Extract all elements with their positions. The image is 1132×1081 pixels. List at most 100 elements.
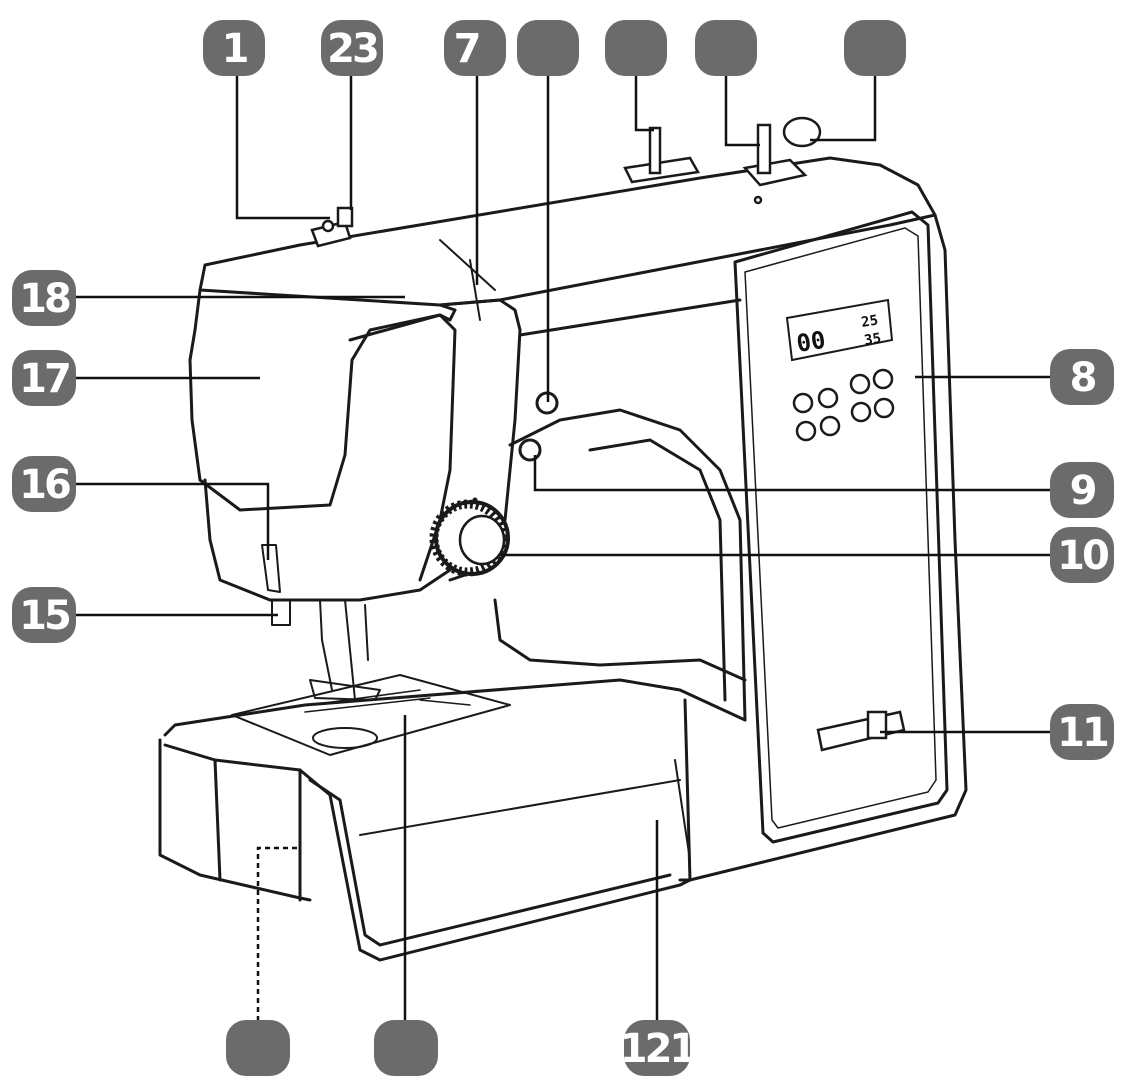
callout-badge [12,350,76,406]
callout-badge [444,20,506,76]
callout-label: 18 [19,276,70,322]
callout-badge [12,587,76,643]
needle-threader [271,599,291,626]
callout-top7 [844,20,906,76]
callout-17: 17 [12,350,76,406]
callout-label: 15 [19,593,70,639]
callout-label: 11 [1057,710,1108,756]
feed-dogs [304,689,471,713]
callout-badge [226,1020,290,1076]
callout-16: 16 [12,456,76,512]
callout-top4 [517,20,579,76]
bed-front-inner [308,778,672,947]
bobbin-winder-lever [261,544,281,593]
callout-label: 10 [1057,533,1108,579]
callout-badge [321,20,383,76]
lcd-pattern-number: 00 [795,326,828,358]
control-panel-frame [733,210,949,844]
face-plate [188,288,457,512]
panel-button [795,420,817,442]
needle-bar [319,599,369,701]
leader-lines [75,70,1050,1030]
panel-button [850,401,872,423]
bed-seam [674,759,691,861]
callout-10: 10 [1050,527,1114,583]
panel-buttons [792,368,895,442]
callout-top6 [695,20,757,76]
handwheel-face [458,514,506,566]
callout-121: 121 [620,1020,698,1076]
callout-bottom1 [226,1020,290,1076]
panel-button [872,368,894,390]
bobbin-winder-spindle [756,123,772,175]
bed-front [298,698,692,962]
accessory-box [158,738,312,902]
callout-badge [517,20,579,76]
callout-23: 23 [321,20,383,76]
machine-body [158,156,968,962]
lcd-bezel [785,298,894,362]
callout-7: 7 [444,20,506,76]
callout-badge [1050,349,1114,405]
face-plate-lower [203,478,452,602]
accessory-box-front [163,743,302,902]
leader-line-1 [235,70,330,220]
leader-line-top6 [724,70,760,147]
callout-label: 8 [1070,355,1096,401]
callout-bottom2 [374,1020,438,1076]
callout-18: 18 [12,270,76,326]
needle-up-down-button [518,438,542,462]
callout-label: 121 [620,1026,696,1072]
leader-line-9 [533,455,1050,492]
panel-button [873,397,895,419]
control-panel-inner [744,227,937,829]
callout-badge [624,1020,690,1076]
callouts: 1 23 7 18 [12,20,1114,1076]
callout-label: 1 [222,26,248,72]
callout-badge [1050,527,1114,583]
thread-guide-post [336,206,354,228]
handwheel [429,497,510,577]
top-components [310,116,822,248]
handwheel-mark [472,497,478,503]
panel-button [819,415,841,437]
screw-hole [753,195,763,205]
callout-label: 7 [454,26,479,72]
spool-pin-base [623,156,700,184]
callout-label: 16 [19,462,70,508]
control-panel: 00 25 35 [785,298,906,752]
callout-label: 23 [327,26,377,72]
callout-badge [203,20,265,76]
callout-badge [1050,462,1114,518]
head-buttons [518,391,559,462]
callout-label: 9 [1070,468,1096,514]
thread-guide-slot [439,239,496,321]
top-cover [198,156,937,307]
lcd-stitch-width: 25 [860,313,879,331]
callout-badge [12,456,76,512]
callout-15: 15 [12,587,76,643]
lcd-stitch-length: 35 [863,331,882,349]
leader-line-16 [75,482,270,560]
leader-line-top5 [634,70,654,132]
callout-label: 17 [19,356,69,402]
panel-button [817,387,839,409]
callout-badge [12,270,76,326]
arm-underside [508,298,747,722]
leader-line-top7 [810,70,877,142]
bobbin-cover [312,727,378,749]
callout-9: 9 [1050,462,1114,518]
panel-button [849,373,871,395]
callout-11: 11 [1050,704,1114,760]
callout-badge [695,20,757,76]
arm-curve [493,598,747,682]
needle-plate [231,674,511,756]
thread-guide-screw [321,219,335,233]
presser-foot [309,679,381,701]
callout-badge [844,20,906,76]
speed-slider-knob [866,710,888,740]
bed-edge [359,779,681,836]
callout-badge [374,1020,438,1076]
callout-badge [605,20,667,76]
